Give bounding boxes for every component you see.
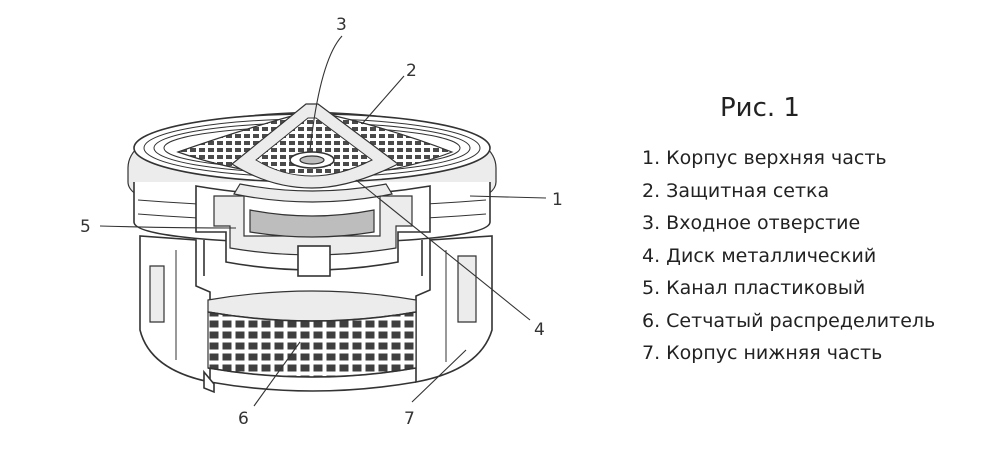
figure-title: Рис. 1 xyxy=(720,93,800,123)
legend-item: 3. Входное отверстие xyxy=(642,212,861,234)
metal-disk-part xyxy=(233,183,393,277)
legend-item: 6. Сетчатый распределитель xyxy=(642,309,936,332)
legend-item: 1. Корпус верхняя часть xyxy=(642,147,887,169)
callout-4: 4 xyxy=(534,320,545,340)
legend-panel: Рис. 1 1. Корпус верхняя часть 2. Защитн… xyxy=(642,88,982,370)
callout-3: 3 xyxy=(336,15,347,35)
callout-7: 7 xyxy=(404,409,415,429)
legend-list: 1. Корпус верхняя часть 2. Защитная сетк… xyxy=(642,142,982,370)
lower-body-part xyxy=(139,235,493,394)
legend-item: 5. Канал пластиковый xyxy=(642,277,866,299)
legend-item: 2. Защитная сетка xyxy=(642,179,830,202)
callout-5: 5 xyxy=(80,217,91,237)
legend-item: 7. Корпус нижняя часть xyxy=(642,342,883,364)
callout-6: 6 xyxy=(238,409,249,429)
leader-lines xyxy=(99,35,547,407)
legend-item: 4. Диск металлический xyxy=(642,244,877,267)
protective-mesh-part xyxy=(176,103,454,189)
callout-2: 2 xyxy=(406,61,417,81)
callout-1: 1 xyxy=(552,190,563,210)
mesh-distributor-part xyxy=(207,290,417,378)
